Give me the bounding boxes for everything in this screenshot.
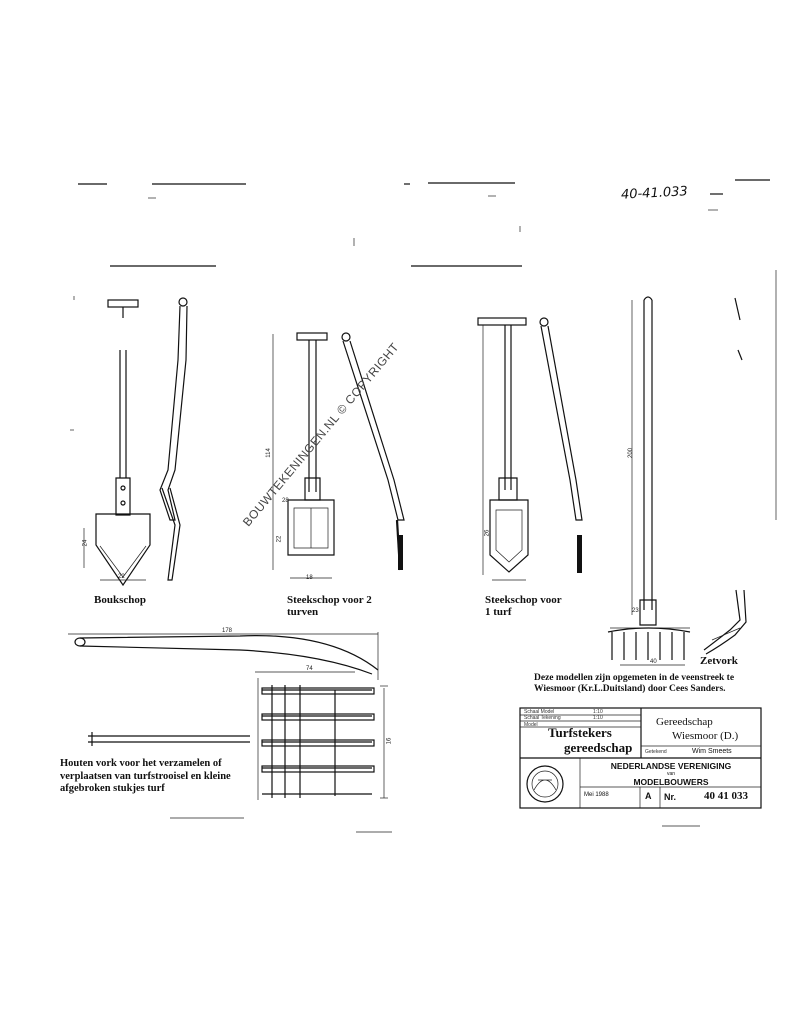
footer-lines: [170, 817, 700, 833]
title-block-frame: [519, 707, 762, 809]
credit-note: Deze modellen zijn opgemeten in de veens…: [534, 673, 735, 694]
dim-label: 23: [632, 608, 639, 614]
tb-drawn-by: Wim Smeets: [692, 748, 732, 755]
tb-drawn-by-label: Getekend: [645, 749, 667, 755]
tb-org-line3: MODELBOUWERS: [633, 777, 709, 787]
tb-label: Model: [524, 722, 538, 728]
tb-title-line2: gereedschap: [564, 740, 633, 755]
tb-sheet: A: [645, 791, 652, 801]
tb-scale-value: 1:10: [593, 709, 603, 715]
dim-label: 200: [628, 447, 635, 459]
dim-label: 74: [306, 666, 313, 672]
tb-label: Schaal Tekening: [524, 715, 561, 721]
steekschop-1-drawing: [477, 317, 583, 581]
note-houten-vork: Houten vork voor het verzamelen of verpl…: [60, 758, 231, 794]
dim-label: 28: [282, 498, 289, 504]
tb-category-line1: Gereedschap: [656, 716, 713, 728]
houten-vork-drawing: [68, 632, 388, 800]
label-steekschop-2: Steekschop voor 2 turven: [287, 594, 372, 618]
tb-org-line2: van: [666, 771, 676, 777]
header-lines: [78, 179, 777, 520]
dim-label: 18: [306, 575, 313, 581]
tb-nr-label: Nr.: [664, 792, 677, 802]
dim-label: 22: [276, 535, 283, 543]
tb-date: Mei 1988: [584, 792, 609, 798]
label-zetvork: Zetvork: [700, 655, 738, 667]
dim-label: 16: [386, 737, 393, 745]
tb-label: Schaal Model: [524, 709, 555, 715]
label-boukschop: Boukschop: [94, 594, 146, 606]
dim-label: 40: [650, 659, 657, 665]
tb-nr: 40 41 033: [704, 790, 748, 802]
dim-label: 26: [484, 529, 491, 537]
tb-org-line1: NEDERLANDSE VERENIGING: [610, 761, 732, 771]
dim-label: 24: [82, 539, 89, 547]
boukschop-drawing: [70, 296, 188, 587]
tb-category-line2: Wiesmoor (D.): [672, 730, 739, 742]
dim-label: 178: [222, 628, 233, 634]
zetvork-drawing: [607, 296, 747, 666]
dim-label: 22: [118, 574, 125, 580]
tb-title-line1: Turfstekers: [548, 725, 612, 740]
steekschop-2-drawing: [272, 332, 405, 579]
dim-label: 114: [265, 448, 272, 458]
tb-scale-value: 1:10: [593, 715, 603, 721]
label-steekschop-1: Steekschop voor 1 turf: [485, 594, 562, 618]
